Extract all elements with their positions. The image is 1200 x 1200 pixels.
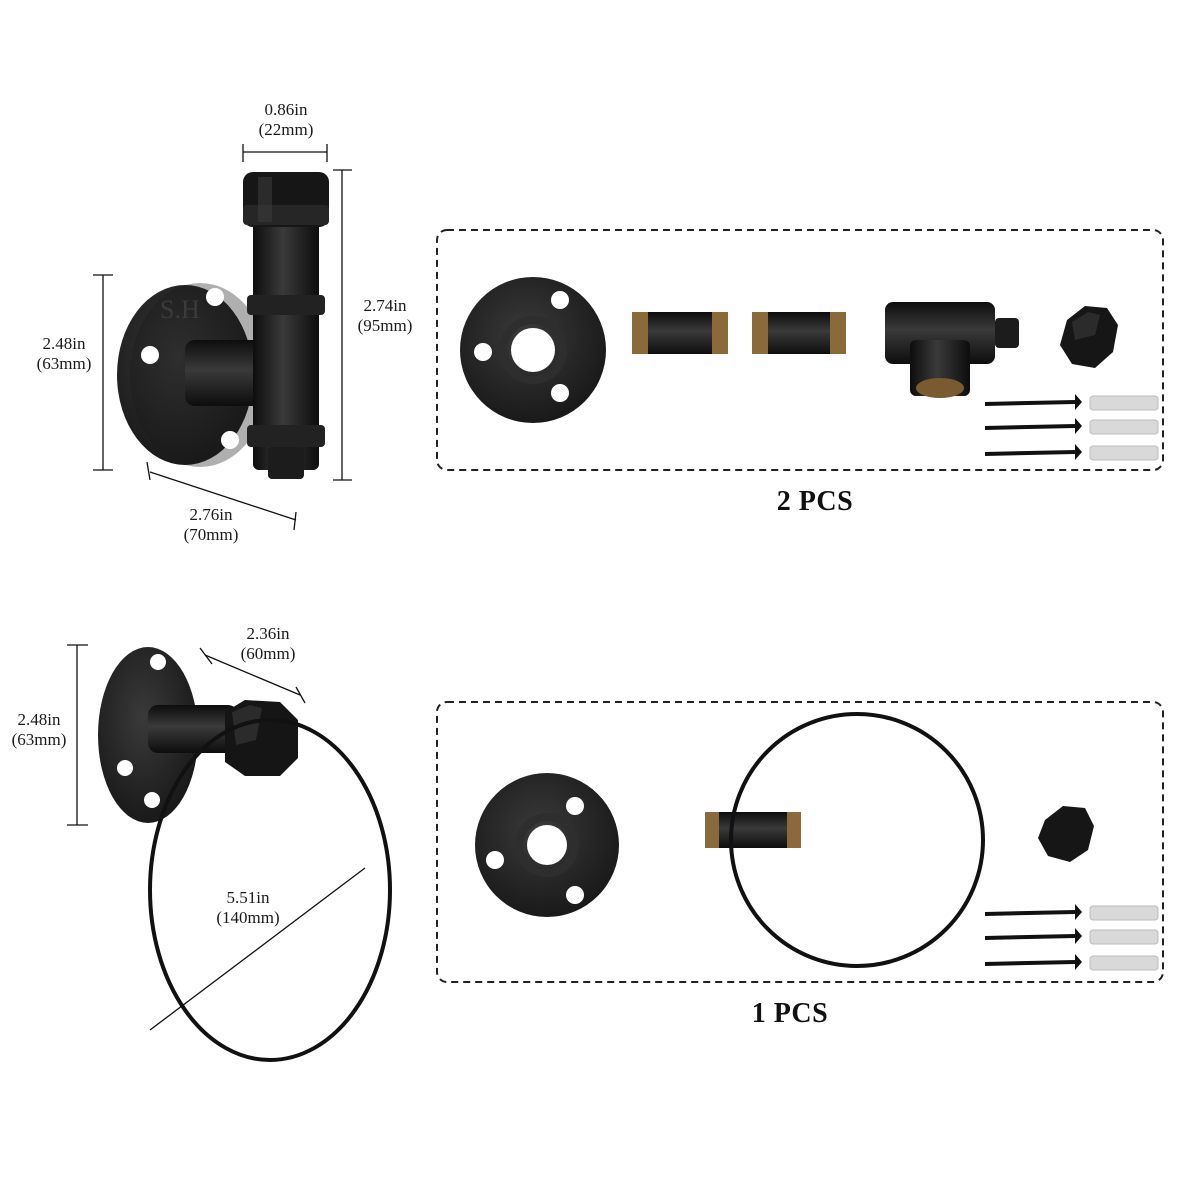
ring-kit-parts xyxy=(475,712,1159,971)
hook-height-label: 2.74in(95mm) xyxy=(357,296,413,335)
flange-hole xyxy=(221,431,239,449)
ring-loop xyxy=(148,718,392,1062)
kit-ring xyxy=(729,712,985,968)
flange-hole xyxy=(206,288,224,306)
kit-stem xyxy=(705,812,801,848)
kit-screws xyxy=(984,394,1082,460)
ring-kit-quantity: 1 PCS xyxy=(751,998,829,1029)
hook-flange-label: 2.48in(63mm) xyxy=(36,334,92,373)
kit-cap xyxy=(1038,806,1094,862)
hook-stem xyxy=(185,340,265,406)
flange-hole xyxy=(141,346,159,364)
hook-kit-quantity: 2 PCS xyxy=(776,486,854,517)
kit-flange xyxy=(475,773,619,917)
hook-pipe xyxy=(253,200,319,470)
ring-diameter-label: 5.51in(140mm) xyxy=(216,888,280,927)
hook-kit-parts xyxy=(460,277,1159,461)
ring-depth-label: 2.36in(60mm) xyxy=(240,624,296,663)
ring-kit-box xyxy=(436,701,1164,983)
kit-nipple xyxy=(632,312,728,354)
kit-flange xyxy=(460,277,606,423)
kit-cap xyxy=(1060,306,1118,368)
kit-anchors xyxy=(1089,395,1159,461)
hook-width-label: 0.86in(22mm) xyxy=(258,100,314,139)
hook-dimension-lines xyxy=(93,144,352,531)
kit-tee xyxy=(885,302,1019,398)
ring-flange-label: 2.48in(63mm) xyxy=(11,710,67,749)
kit-anchors xyxy=(1089,905,1159,971)
hook-depth-label: 2.76in(70mm) xyxy=(183,505,239,544)
kit-screws xyxy=(984,904,1082,970)
assembled-hook: S.H xyxy=(117,172,329,479)
ring-stem xyxy=(148,705,238,753)
kit-nipple xyxy=(752,312,846,354)
ring-dimension-lines xyxy=(67,644,366,1031)
flange-embossing: S.H xyxy=(160,295,200,324)
hook-kit-box xyxy=(436,229,1164,471)
assembled-towel-ring xyxy=(98,647,392,1062)
